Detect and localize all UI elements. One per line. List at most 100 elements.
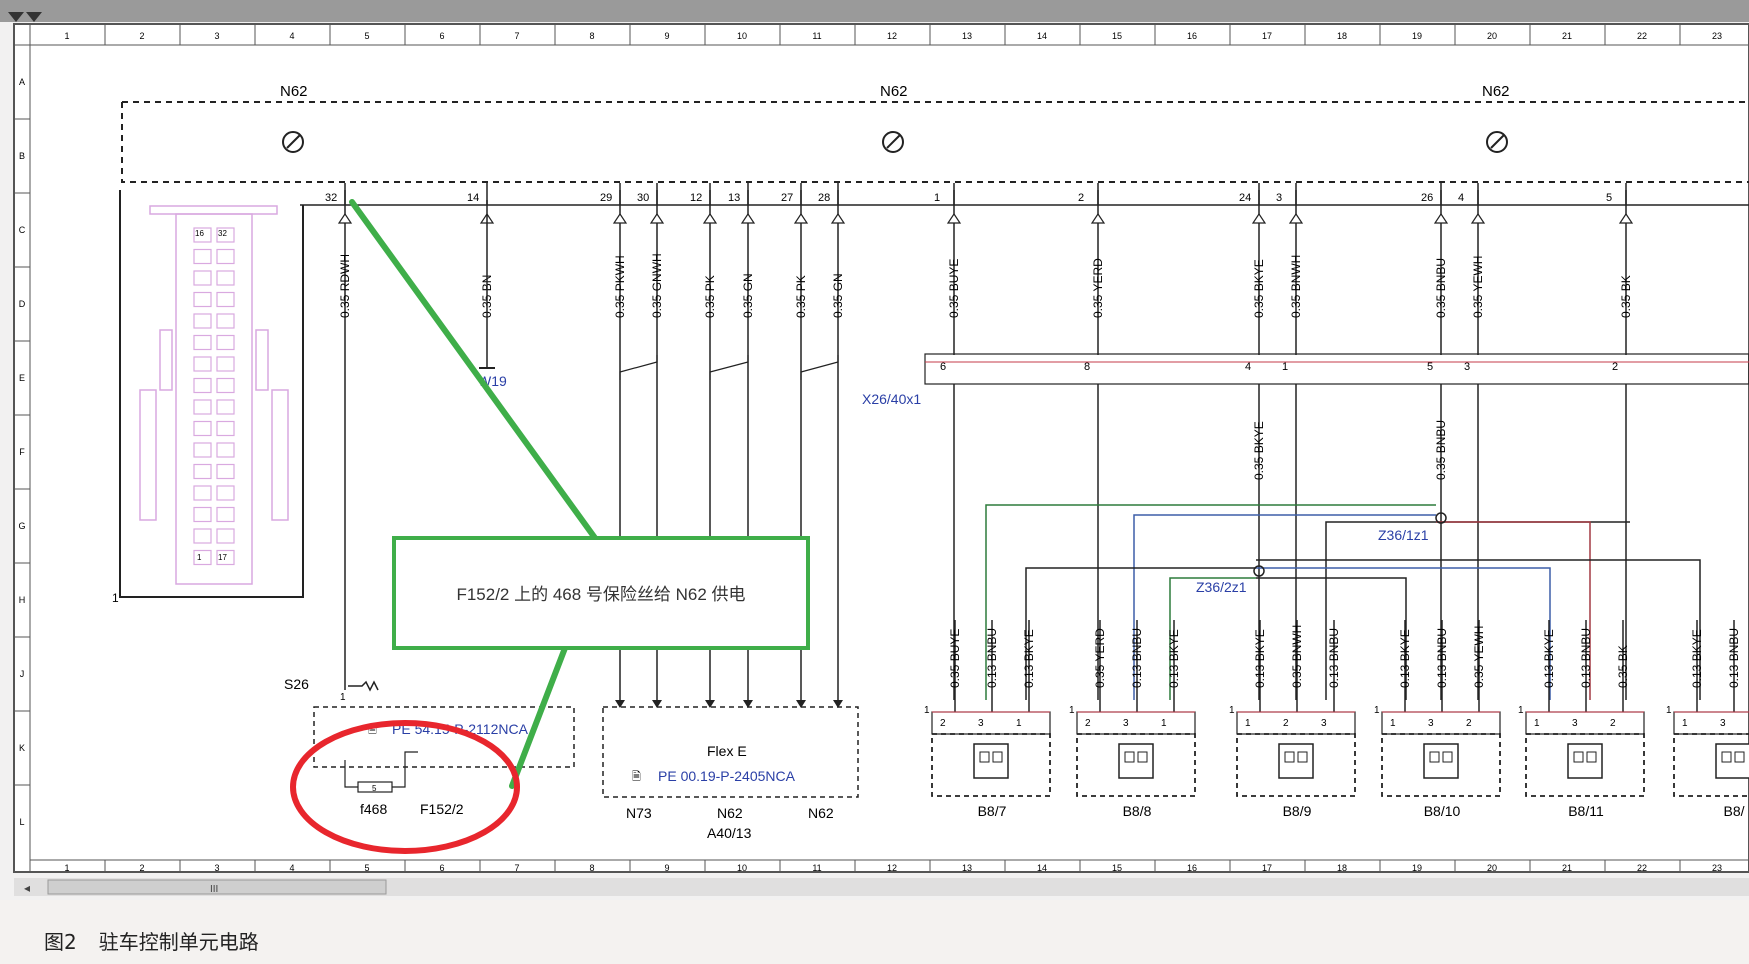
splice-label: Z36/1z1	[1378, 527, 1429, 543]
annotation-callout	[392, 536, 810, 650]
scroll-left-icon[interactable]: ◂	[24, 881, 30, 895]
wire-1[interactable]: 1 0.35 BUYE	[934, 183, 962, 355]
sensor-pin-number: 1	[1682, 718, 1688, 729]
module-label: N62	[880, 83, 908, 100]
sensor-pin-number: 1	[1666, 705, 1672, 716]
scrollbar-thumb[interactable]	[47, 879, 387, 895]
ground-symbol-icon	[282, 131, 304, 153]
wire-32[interactable]: 320.35 RDWH	[325, 183, 353, 690]
wire-3[interactable]: 30.35 BNWH	[1276, 183, 1304, 355]
sensor-pin-number: 3	[978, 718, 984, 729]
column-number: 6	[439, 31, 444, 41]
fuse-block	[313, 706, 575, 768]
column-number: 13	[962, 863, 972, 873]
column-number: 17	[1262, 31, 1272, 41]
connector-pin	[193, 506, 212, 523]
pin-number: 27	[781, 192, 793, 204]
fuse-number: f468	[360, 801, 387, 817]
svg-text:16: 16	[195, 229, 204, 238]
pin-number: 30	[637, 192, 649, 204]
sensor-icon	[1423, 743, 1459, 779]
connector-pin	[193, 528, 212, 544]
figure-number: 图2	[44, 930, 77, 954]
svg-text:0.35 BNBU: 0.35 BNBU	[1434, 420, 1448, 480]
wire-24[interactable]: 240.35 BKYE	[1239, 183, 1267, 355]
connector-pin	[216, 248, 235, 265]
annotation-text: F152/2 上的 468 号保险丝给 N62 供电	[456, 585, 745, 604]
flex-e-title: Flex E	[707, 743, 747, 759]
row-letter: L	[19, 817, 24, 827]
flex-e-block	[602, 706, 859, 798]
wire-color-label: 0.35 RDWH	[338, 254, 352, 318]
svg-text:N62: N62	[808, 805, 834, 821]
sensor-label: B8/7	[978, 803, 1007, 819]
pin-number: 3	[1276, 192, 1282, 204]
connector-pin	[193, 270, 212, 286]
connector-pin	[193, 248, 212, 265]
pin-number: 5	[1606, 192, 1612, 204]
wire-color-label: 0.13 BNBU	[1727, 628, 1741, 688]
column-number: 11	[812, 31, 821, 41]
wire-5[interactable]: 50.35 BK	[1606, 183, 1634, 355]
document-icon[interactable]: 🗎	[368, 724, 377, 736]
column-number: 21	[1562, 863, 1572, 873]
sensor-label: B8/11	[1568, 803, 1604, 819]
connector-pin	[193, 291, 212, 308]
sensor-label: B8/10	[1424, 803, 1461, 819]
connector-pin	[193, 442, 212, 458]
wire-28[interactable]: 280.35 GN	[818, 183, 846, 707]
scroll-grip-icon: III	[210, 884, 218, 895]
sensor-pin-number: 2	[1610, 718, 1616, 729]
svg-text:N62: N62	[717, 805, 743, 821]
connector-pin-number: 1	[1282, 361, 1288, 373]
flex-e-link[interactable]: PE 00.19-P-2405NCA	[658, 768, 796, 784]
pin-number: 1	[934, 192, 940, 204]
module-label: N62	[1482, 83, 1510, 100]
sensor-pin-number: 1	[1518, 705, 1524, 716]
sensor-pin-number: 3	[1428, 718, 1434, 729]
wire-color-label: 0.13 BNBU	[985, 628, 999, 688]
column-number: 3	[214, 31, 219, 41]
wire-color-label: 0.13 BNBU	[1327, 628, 1341, 688]
collapse-arrow-icon[interactable]	[26, 12, 42, 22]
column-number: 22	[1637, 863, 1647, 873]
horizontal-scrollbar[interactable]	[14, 878, 1749, 896]
column-number: 19	[1412, 863, 1422, 873]
column-number: 18	[1337, 863, 1347, 873]
connector-pin	[216, 528, 235, 544]
document-icon[interactable]: 🗎	[632, 771, 641, 783]
sensor-label: B8/	[1723, 803, 1744, 819]
wire-color-label: 0.13 BNBU	[1130, 628, 1144, 688]
connector-pin	[193, 377, 212, 394]
wire-color-label: 0.35 YERD	[1093, 628, 1107, 688]
collapse-arrow-icon[interactable]	[8, 12, 24, 22]
sensor-label: B8/9	[1283, 803, 1312, 819]
svg-text:1: 1	[197, 553, 202, 562]
wire-2[interactable]: 20.35 YERD	[1078, 183, 1106, 355]
pin-number: 4	[1458, 192, 1464, 204]
column-number: 11	[812, 863, 821, 873]
wire-4[interactable]: 40.35 YEWH	[1458, 183, 1486, 355]
column-number: 16	[1187, 863, 1197, 873]
connector-pin	[193, 356, 212, 372]
column-number: 2	[139, 31, 144, 41]
sensor-pin-number: 1	[1229, 705, 1235, 716]
sensor-icon	[1278, 743, 1314, 779]
column-number: 20	[1487, 863, 1497, 873]
wire-26[interactable]: 260.35 BNBU	[1421, 183, 1449, 355]
sensor-pin-number: 3	[1572, 718, 1578, 729]
connector-pin-number: 3	[1464, 361, 1470, 373]
row-letter: F	[19, 447, 25, 457]
row-letter: B	[19, 151, 25, 161]
wire-color-label: 0.13 BKYE	[1542, 629, 1556, 688]
column-number: 9	[664, 31, 669, 41]
wire-color-label: 0.35 BUYE	[947, 259, 961, 318]
svg-text:1: 1	[340, 692, 346, 703]
